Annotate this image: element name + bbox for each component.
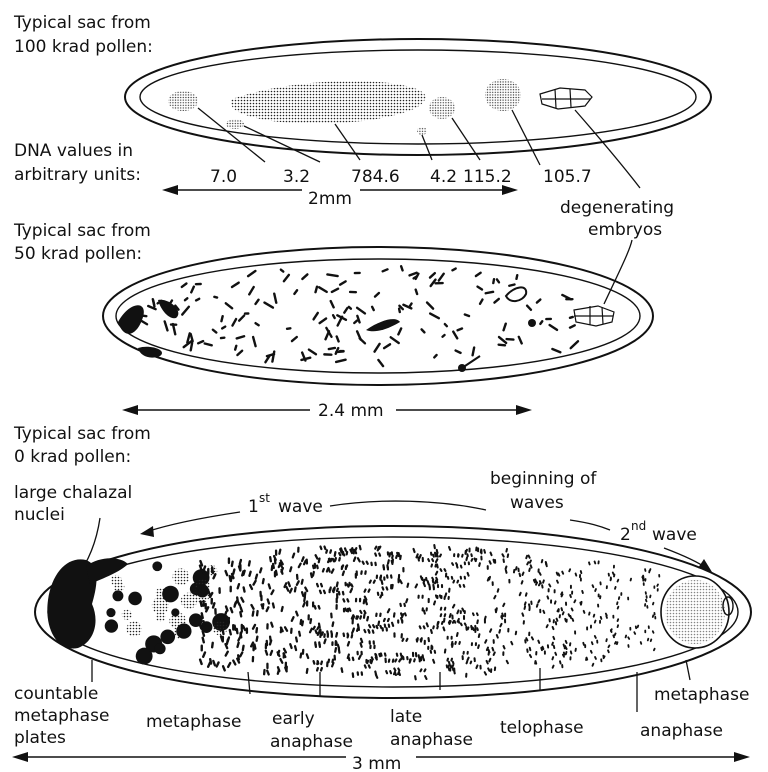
degenerating-embryo-50krad bbox=[574, 306, 614, 326]
dna-value-4-2: 4.2 bbox=[430, 167, 457, 187]
scale-bar-3mm: 3 mm bbox=[12, 752, 750, 772]
beginning-label-line2: waves bbox=[510, 493, 564, 513]
scale-2-4mm-label: 2.4 mm bbox=[318, 401, 384, 421]
dna-value-105-7: 105.7 bbox=[543, 167, 592, 187]
scale-3mm-label: 3 mm bbox=[352, 754, 401, 772]
chalazal-label-line2: nuclei bbox=[14, 505, 65, 525]
degenerating-label-line1: degenerating bbox=[560, 198, 674, 218]
title-0krad-line1: Typical sac from bbox=[13, 424, 151, 444]
wave2-superscript: nd bbox=[631, 519, 646, 533]
stage-telophase: telophase bbox=[500, 718, 584, 738]
countable-label-line1: countable bbox=[14, 684, 98, 704]
stage-metaphase-left: metaphase bbox=[146, 712, 241, 732]
sac-0krad bbox=[35, 526, 751, 698]
stage-metaphase-right: metaphase bbox=[654, 685, 749, 705]
title-50krad-line2: 50 krad pollen: bbox=[14, 244, 142, 264]
dividing-nuclei-0krad bbox=[198, 544, 660, 681]
scale-2mm-label: 2mm bbox=[308, 189, 352, 209]
wave2-number: 2 bbox=[620, 525, 631, 545]
nucleus-7-0 bbox=[168, 91, 198, 111]
wave1-word: wave bbox=[278, 497, 323, 517]
wave2-word: wave bbox=[652, 525, 697, 545]
dna-label-line2: arbitrary units: bbox=[14, 165, 141, 185]
nucleus-784-6 bbox=[231, 81, 426, 124]
dna-value-7-0: 7.0 bbox=[210, 167, 237, 187]
nucleus-105-7 bbox=[485, 79, 521, 111]
stage-anaphase-right: anaphase bbox=[640, 721, 723, 741]
metaphase-plates bbox=[105, 561, 230, 664]
wave1-number: 1 bbox=[248, 497, 259, 517]
stage-early-line2: anaphase bbox=[270, 732, 353, 752]
nucleus-115-2 bbox=[429, 97, 455, 119]
degenerating-label-line2: embryos bbox=[588, 220, 662, 240]
nucleus-3-2 bbox=[226, 119, 244, 129]
egg-apparatus bbox=[661, 576, 733, 648]
title-100krad-line1: Typical sac from bbox=[13, 13, 151, 33]
section-0krad: Typical sac from 0 krad pollen: large ch… bbox=[12, 424, 751, 772]
dna-value-115-2: 115.2 bbox=[463, 167, 512, 187]
degenerating-embryo-100krad bbox=[540, 88, 592, 109]
title-100krad-line2: 100 krad pollen: bbox=[14, 37, 153, 57]
dna-label-line1: DNA values in bbox=[14, 141, 133, 161]
scale-bar-2mm: 2mm bbox=[162, 185, 518, 209]
section-100krad: Typical sac from 100 krad pollen: bbox=[13, 13, 711, 240]
scale-bar-2-4mm: 2.4 mm bbox=[122, 401, 532, 421]
chalazal-label-line1: large chalazal bbox=[14, 483, 132, 503]
nucleus-4-2 bbox=[417, 127, 427, 135]
sac-50krad bbox=[103, 240, 653, 385]
dna-value-3-2: 3.2 bbox=[283, 167, 310, 187]
beginning-label-line1: beginning of bbox=[490, 469, 597, 489]
sac-100krad bbox=[125, 39, 711, 188]
countable-label-line3: plates bbox=[14, 728, 66, 748]
stage-late-line1: late bbox=[390, 707, 422, 727]
stage-late-line2: anaphase bbox=[390, 730, 473, 750]
title-0krad-line2: 0 krad pollen: bbox=[14, 447, 131, 467]
wave1-superscript: st bbox=[259, 491, 270, 505]
stage-early-line1: early bbox=[272, 709, 315, 729]
chromatin-fragments-50krad bbox=[125, 265, 580, 368]
section-50krad: Typical sac from 50 krad pollen: bbox=[13, 221, 653, 421]
title-50krad-line1: Typical sac from bbox=[13, 221, 151, 241]
countable-label-line2: metaphase bbox=[14, 706, 109, 726]
dna-value-784-6: 784.6 bbox=[351, 167, 400, 187]
